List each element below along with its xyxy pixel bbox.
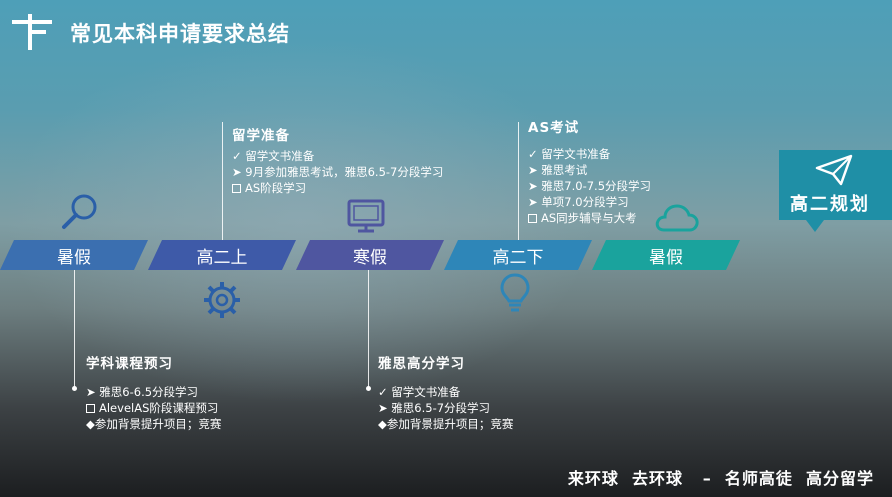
footer-slogan: 来环球 去环球 – 名师高徒 高分留学 — [567, 469, 874, 488]
block-ielts-high-score: 雅思高分学习 ✓ 留学文书准备 ➤ 雅思6.5-7分段学习 ◆参加背景提升项目；… — [378, 352, 513, 432]
checkbox-square-icon — [232, 184, 241, 193]
timeline-label: 高二下 — [492, 247, 544, 268]
timeline-segment-summer-1: 暑假 — [0, 240, 148, 270]
page-title: 常见本科申请要求总结 — [70, 22, 290, 46]
block-title: AS考试 — [528, 120, 580, 136]
timeline-segment-grade11-first: 高二上 — [148, 240, 296, 270]
connector-line — [518, 122, 519, 240]
monitor-icon — [347, 199, 385, 233]
connector-line — [368, 270, 369, 388]
paper-plane-icon — [815, 154, 853, 186]
connector-dot — [72, 386, 77, 391]
block-subject-preview: 学科课程预习 ➤ 雅思6-6.5分段学习 AlevelAS阶段课程预习 ◆参加背… — [86, 352, 221, 432]
gear-icon — [204, 282, 240, 318]
timeline-segment-grade11-second: 高二下 — [444, 240, 592, 270]
badge-label: 高二规划 — [790, 194, 870, 215]
cloud-icon — [655, 204, 699, 232]
list-item: ➤ 雅思6.5-7分段学习 — [378, 401, 491, 415]
list-item: ✓ 留学文书准备 — [528, 147, 611, 161]
search-icon — [62, 194, 97, 229]
badge-ribbon — [779, 150, 892, 232]
list-item: AlevelAS阶段课程预习 — [86, 400, 221, 416]
checkbox-square-icon — [86, 404, 95, 413]
logo-signpost-icon — [12, 14, 52, 50]
block-title: 学科课程预习 — [86, 356, 173, 372]
connector-dot — [366, 386, 371, 391]
list-item: ➤ 9月参加雅思考试，雅思6.5-7分段学习 — [232, 165, 444, 179]
timeline-label: 暑假 — [649, 247, 683, 268]
list-item: ◆参加背景提升项目；竞赛 — [86, 417, 222, 431]
list-item: ◆参加背景提升项目；竞赛 — [378, 417, 514, 431]
timeline-label: 寒假 — [353, 247, 387, 268]
list-item: ➤ 雅思考试 — [528, 163, 588, 177]
checkbox-square-icon — [528, 214, 537, 223]
timeline-segment-winter: 寒假 — [296, 240, 444, 270]
connector-line — [222, 122, 223, 240]
list-item: AS同步辅导与大考 — [528, 210, 651, 226]
timeline-label: 高二上 — [196, 247, 248, 268]
timeline-segment-summer-2: 暑假 — [592, 240, 740, 270]
block-study-prep: 留学准备 ✓ 留学文书准备 ➤ 9月参加雅思考试，雅思6.5-7分段学习 AS阶… — [232, 124, 443, 196]
block-title: 留学准备 — [232, 128, 290, 144]
list-item: ✓ 留学文书准备 — [378, 385, 461, 399]
list-item: AS阶段学习 — [232, 180, 443, 196]
list-item: ➤ 雅思6-6.5分段学习 — [86, 385, 199, 399]
block-title: 雅思高分学习 — [378, 356, 465, 372]
lightbulb-icon — [500, 273, 530, 312]
list-item: ✓ 留学文书准备 — [232, 149, 315, 163]
connector-line — [74, 270, 75, 388]
block-as-exam: AS考试 ✓ 留学文书准备 ➤ 雅思考试 ➤ 雅思7.0-7.5分段学习 ➤ 单… — [528, 116, 651, 226]
list-item: ➤ 单项7.0分段学习 — [528, 195, 629, 209]
timeline-label: 暑假 — [57, 247, 91, 268]
list-item: ➤ 雅思7.0-7.5分段学习 — [528, 179, 652, 193]
